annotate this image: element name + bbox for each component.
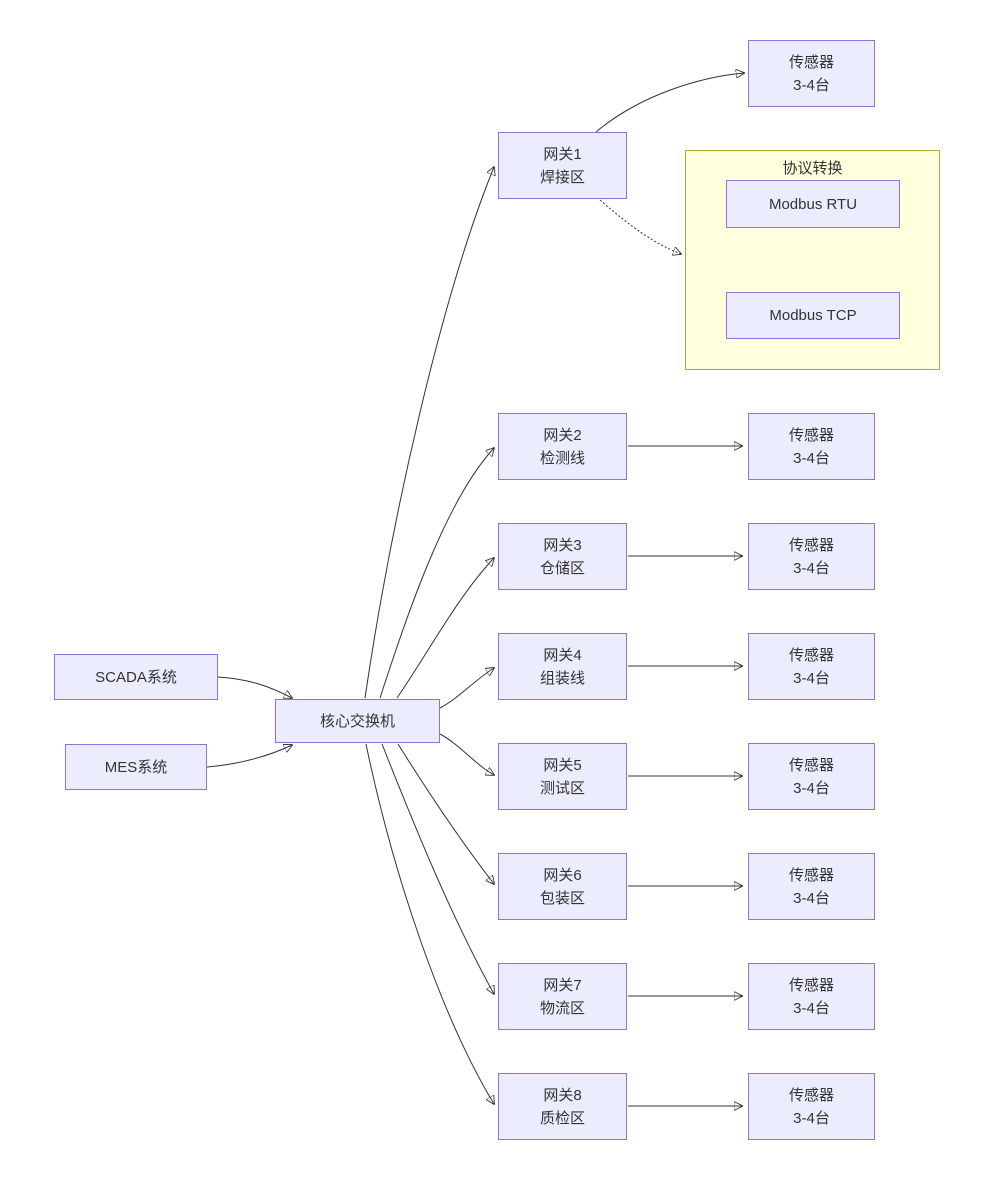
node-scada-system: SCADA系统 — [54, 654, 218, 700]
node-label: 核心交换机 — [319, 712, 395, 730]
node-sensor-6: 传感器 3-4台 — [748, 853, 875, 920]
edge-core-to-gateway-6 — [397, 743, 494, 884]
node-gateway-7: 网关7 物流区 — [498, 963, 627, 1030]
sensor-count: 3-4台 — [793, 889, 830, 907]
node-core-switch: 核心交换机 — [275, 699, 440, 743]
node-gateway-8: 网关8 质检区 — [498, 1073, 627, 1140]
gateway-name: 网关8 — [543, 1086, 582, 1104]
node-label: MES系统 — [104, 758, 168, 776]
sensor-count: 3-4台 — [793, 1109, 830, 1127]
gateway-name: 网关2 — [543, 426, 582, 444]
node-sensor-8: 传感器 3-4台 — [748, 1073, 875, 1140]
sensor-label: 传感器 — [788, 426, 834, 444]
node-sensor-4: 传感器 3-4台 — [748, 633, 875, 700]
gateway-name: 网关3 — [543, 536, 582, 554]
sensor-label: 传感器 — [788, 1086, 834, 1104]
edge-scada-to-core-switch — [217, 676, 292, 698]
sensor-count: 3-4台 — [793, 779, 830, 797]
sensor-label: 传感器 — [788, 756, 834, 774]
sensor-label: 传感器 — [788, 976, 834, 994]
node-gateway-1: 网关1 焊接区 — [498, 132, 627, 199]
gateway-name: 网关6 — [543, 866, 582, 884]
sensor-label: 传感器 — [788, 646, 834, 664]
node-sensor-2: 传感器 3-4台 — [748, 413, 875, 480]
node-sensor-7: 传感器 3-4台 — [748, 963, 875, 1030]
edge-gateway1-to-protocol-cluster — [599, 199, 681, 254]
gateway-name: 网关7 — [543, 976, 582, 994]
node-label: Modbus TCP — [769, 307, 857, 324]
node-label: Modbus RTU — [768, 195, 858, 213]
node-label: SCADA系统 — [95, 668, 177, 686]
edge-core-to-gateway-3 — [396, 558, 494, 699]
gateway-name: 网关5 — [543, 756, 582, 774]
gateway-name: 网关1 — [543, 145, 582, 163]
sensor-label: 传感器 — [788, 536, 834, 554]
sensor-count: 3-4台 — [793, 449, 830, 467]
sensor-label: 传感器 — [788, 53, 834, 71]
edge-core-to-gateway-1 — [364, 167, 494, 699]
node-sensor-3: 传感器 3-4台 — [748, 523, 875, 590]
node-gateway-5: 网关5 测试区 — [498, 743, 627, 810]
sensor-count: 3-4台 — [793, 76, 830, 94]
gateway-area: 检测线 — [539, 449, 585, 467]
sensor-count: 3-4台 — [793, 999, 830, 1017]
node-mes-system: MES系统 — [65, 744, 207, 790]
gateway-area: 测试区 — [539, 779, 585, 797]
node-modbus-tcp: Modbus TCP — [726, 292, 900, 339]
node-gateway-4: 网关4 组装线 — [498, 633, 627, 700]
node-gateway-3: 网关3 仓储区 — [498, 523, 627, 590]
gateway-area: 组装线 — [539, 669, 585, 687]
gateway-name: 网关4 — [543, 646, 582, 664]
gateway-area: 焊接区 — [539, 168, 585, 186]
edge-core-to-gateway-8 — [365, 743, 494, 1104]
cluster-title: 协议转换 — [782, 160, 843, 177]
edge-core-to-gateway-5 — [439, 733, 494, 775]
node-gateway-6: 网关6 包装区 — [498, 853, 627, 920]
gateway-area: 仓储区 — [539, 559, 585, 577]
edge-gateway1-to-sensor1 — [595, 73, 744, 133]
gateway-area: 包装区 — [539, 889, 585, 907]
gateway-area: 质检区 — [539, 1109, 585, 1127]
sensor-count: 3-4台 — [793, 669, 830, 687]
node-sensor-5: 传感器 3-4台 — [748, 743, 875, 810]
node-modbus-rtu: Modbus RTU — [726, 180, 900, 228]
node-sensor-1: 传感器 3-4台 — [748, 40, 875, 107]
sensor-count: 3-4台 — [793, 559, 830, 577]
edge-mes-to-core-switch — [206, 745, 292, 768]
node-gateway-2: 网关2 检测线 — [498, 413, 627, 480]
edge-core-to-gateway-7 — [381, 743, 494, 994]
gateway-area: 物流区 — [539, 999, 585, 1017]
edge-core-to-gateway-4 — [439, 668, 494, 709]
sensor-label: 传感器 — [788, 866, 834, 884]
edge-core-to-gateway-2 — [379, 448, 494, 699]
